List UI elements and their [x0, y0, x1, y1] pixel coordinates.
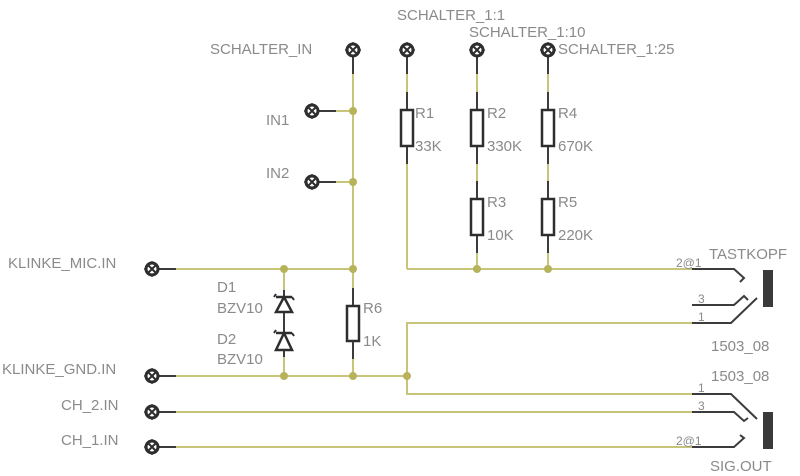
resistor-r2[interactable] — [469, 108, 485, 148]
label-d1-name: D1 — [217, 279, 236, 296]
connector-schalter-1-10-icon[interactable] — [467, 40, 487, 60]
jack-tastkopf-body — [763, 270, 773, 307]
label-ch1-in: CH_1.IN — [61, 432, 119, 449]
wire-tastkopf-pin3 — [692, 294, 749, 306]
label-schalter-1-1: SCHALTER_1:1 — [397, 7, 505, 24]
junction — [280, 372, 288, 380]
resistor-r5[interactable] — [540, 197, 556, 237]
connector-schalter-1-25-icon[interactable] — [538, 40, 558, 60]
label-r4-value: 670K — [558, 138, 593, 155]
label-r5-name: R5 — [558, 194, 577, 211]
pin-sigout-1: 1 — [698, 381, 705, 395]
label-sigout: SIG.OUT — [710, 458, 772, 475]
pin-sigout-3: 3 — [698, 399, 705, 413]
label-d1-value: BZV10 — [217, 300, 263, 317]
label-r6-name: R6 — [363, 300, 382, 317]
label-tastkopf: TASTKOPF — [709, 246, 787, 263]
label-sigout-part: 1503_08 — [711, 368, 769, 385]
wire-gnd-to-sigout-pin1 — [406, 376, 758, 420]
connector-klinke-mic-icon[interactable] — [142, 259, 162, 279]
junction — [403, 372, 411, 380]
label-ch2-in: CH_2.IN — [61, 397, 119, 414]
diode-d2[interactable] — [273, 329, 295, 352]
pin-tastkopf-3: 3 — [698, 292, 705, 306]
junction — [349, 265, 357, 273]
label-klinke-mic-in: KLINKE_MIC.IN — [8, 255, 116, 272]
connector-in1-icon[interactable] — [302, 101, 322, 121]
label-r3-name: R3 — [487, 194, 506, 211]
label-schalter-1-25: SCHALTER_1:25 — [558, 41, 674, 58]
label-r4-name: R4 — [558, 105, 577, 122]
connector-klinke-gnd-icon[interactable] — [142, 366, 162, 386]
label-d2-value: BZV10 — [217, 351, 263, 368]
label-r1-name: R1 — [415, 105, 434, 122]
label-r6-value: 1K — [363, 333, 381, 350]
wire-ch1 — [158, 434, 746, 448]
resistor-r3[interactable] — [469, 197, 485, 237]
label-r2-value: 330K — [487, 138, 522, 155]
connector-schalter-1-1-icon[interactable] — [397, 40, 417, 60]
label-r1-value: 33K — [415, 138, 442, 155]
junction — [473, 265, 481, 273]
label-tastkopf-part: 1503_08 — [711, 338, 769, 355]
junction — [280, 265, 288, 273]
label-in1: IN1 — [266, 112, 289, 129]
label-schalter-1-10: SCHALTER_1:10 — [469, 24, 585, 41]
connector-ch2-icon[interactable] — [142, 402, 162, 422]
jack-sigout-body — [763, 412, 773, 449]
label-r2-name: R2 — [487, 105, 506, 122]
connector-in2-icon[interactable] — [302, 172, 322, 192]
resistor-r1[interactable] — [399, 108, 415, 148]
junctions — [280, 107, 552, 380]
label-klinke-gnd-in: KLINKE_GND.IN — [2, 361, 116, 378]
pin-tastkopf-2at1: 2@1 — [676, 256, 702, 270]
label-d2-name: D2 — [217, 331, 236, 348]
wire-ch2 — [158, 411, 749, 423]
label-in2: IN2 — [266, 165, 289, 182]
junction — [349, 178, 357, 186]
connector-ch1-icon[interactable] — [142, 437, 162, 457]
label-r5-value: 220K — [558, 227, 593, 244]
wire-gnd-to-tastkopf-pin1 — [406, 297, 758, 376]
wire-divider-to-tastkopf — [407, 268, 746, 283]
resistor-r6[interactable] — [345, 288, 361, 359]
junction — [544, 265, 552, 273]
label-r3-value: 10K — [487, 227, 514, 244]
pin-tastkopf-1: 1 — [698, 310, 705, 324]
connector-schalter-in-icon[interactable] — [343, 40, 363, 60]
junction — [349, 372, 357, 380]
label-schalter-in: SCHALTER_IN — [210, 41, 312, 58]
junction — [349, 107, 357, 115]
diode-d1[interactable] — [273, 293, 295, 314]
resistor-r4[interactable] — [540, 108, 556, 148]
pin-sigout-2at1: 2@1 — [676, 434, 702, 448]
